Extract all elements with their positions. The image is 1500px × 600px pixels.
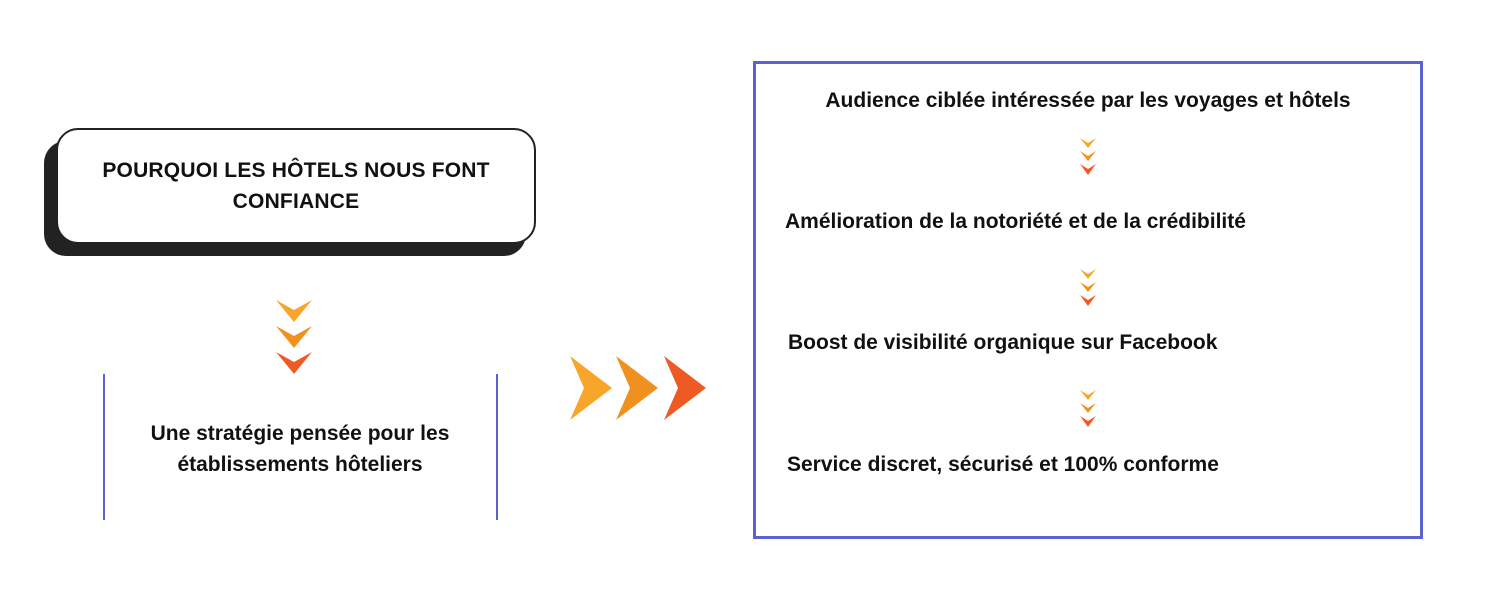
triple-chevron-down-icon xyxy=(1080,138,1096,175)
chevron-down-icon xyxy=(1080,151,1096,161)
chevron-down-icon xyxy=(276,326,312,348)
benefit-item: Amélioration de la notoriété et de la cr… xyxy=(785,210,1246,233)
title-card: POURQUOI LES HÔTELS NOUS FONT CONFIANCE xyxy=(56,128,536,244)
chevron-right-icon xyxy=(664,356,706,420)
chevron-down-icon xyxy=(1080,390,1096,400)
strategy-left-border xyxy=(103,374,105,520)
chevron-down-icon xyxy=(1080,269,1096,279)
chevron-down-icon xyxy=(1080,416,1096,427)
title-card-text: POURQUOI LES HÔTELS NOUS FONT CONFIANCE xyxy=(102,159,490,213)
chevron-down-icon xyxy=(1080,295,1096,306)
benefit-item: Audience ciblée intéressée par les voyag… xyxy=(825,89,1351,112)
strategy-text: Une stratégie pensée pour les établissem… xyxy=(150,422,450,476)
chevron-down-icon xyxy=(276,352,312,374)
chevron-right-icon xyxy=(570,356,612,420)
benefits-box xyxy=(753,61,1423,539)
chevron-down-icon xyxy=(1080,164,1096,175)
triple-chevron-right-icon xyxy=(570,356,706,420)
chevron-down-icon xyxy=(1080,282,1096,292)
triple-chevron-down-icon xyxy=(1080,269,1096,306)
chevron-right-icon xyxy=(616,356,658,420)
benefit-item: Service discret, sécurisé et 100% confor… xyxy=(787,453,1219,476)
benefit-item: Boost de visibilité organique sur Facebo… xyxy=(788,331,1218,354)
chevron-down-icon xyxy=(1080,403,1096,413)
chevron-down-icon xyxy=(1080,138,1096,148)
strategy-right-border xyxy=(496,374,498,520)
triple-chevron-down-icon xyxy=(276,300,312,374)
triple-chevron-down-icon xyxy=(1080,390,1096,427)
chevron-down-icon xyxy=(276,300,312,322)
